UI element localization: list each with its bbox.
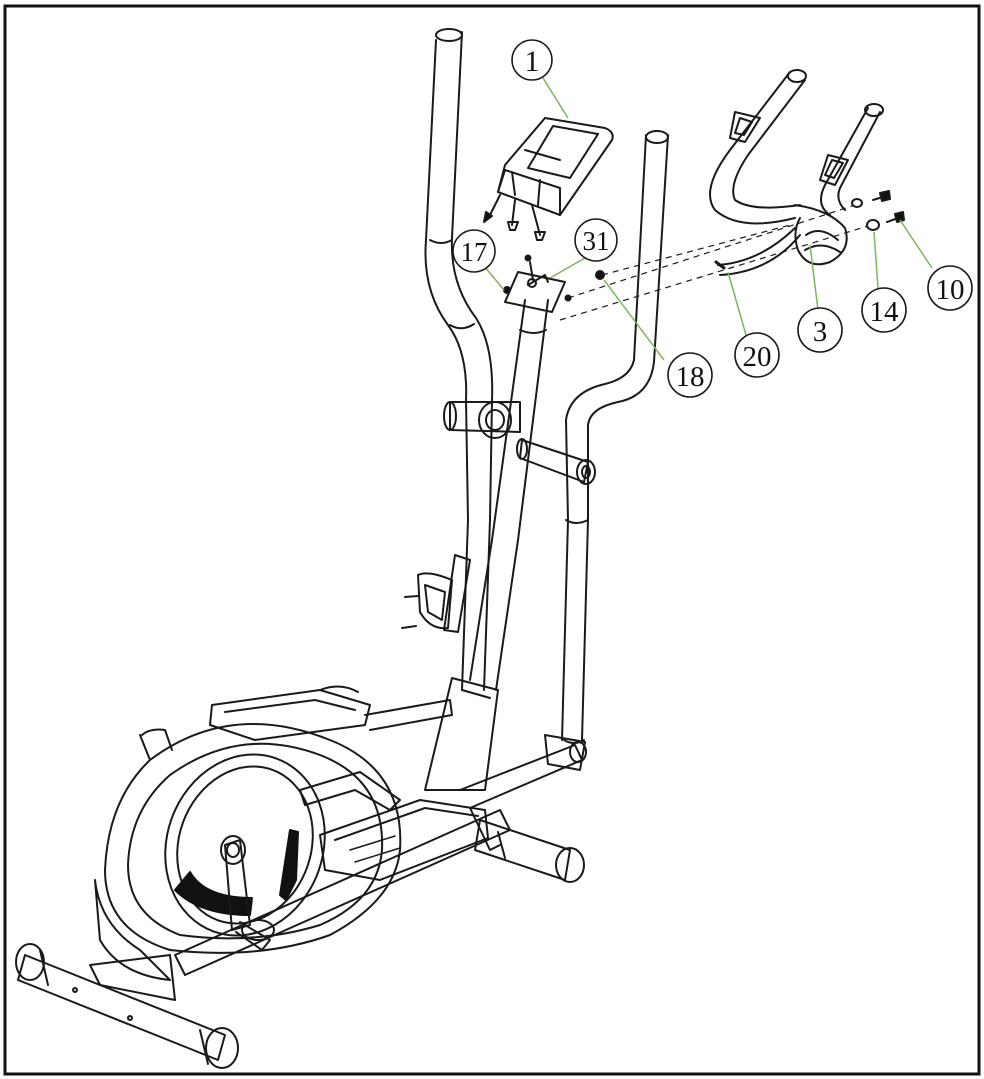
callout-17: 17 (452, 229, 496, 273)
fixed-handlebar (709, 69, 884, 266)
base-frame (174, 744, 583, 976)
left-handle-arm (424, 28, 494, 691)
drive-belt-right (279, 829, 299, 901)
callout-10: 10 (927, 265, 973, 311)
pulse-wires (714, 227, 801, 276)
callout-label-3: 3 (813, 316, 828, 348)
left-pedal (209, 685, 371, 741)
left-pedal-rail (364, 699, 453, 731)
crank-arm (220, 835, 275, 951)
right-pivot-tube (516, 438, 596, 485)
pivot-bushing (443, 401, 521, 439)
front-stabilizer (474, 734, 587, 883)
diagram-border (3, 4, 981, 1076)
callout-20: 20 (734, 332, 780, 378)
callout-label-20: 20 (743, 341, 772, 373)
drive-belt-arc (174, 871, 253, 916)
screw-17 (503, 286, 511, 294)
console-part (483, 117, 614, 241)
callout-18: 18 (667, 352, 713, 398)
leader-lines (483, 77, 933, 361)
console-bracket (504, 261, 566, 313)
callout-14: 14 (861, 287, 907, 333)
callout-label-14: 14 (870, 296, 900, 328)
mast-shroud (424, 677, 499, 791)
bolts-and-washers (851, 190, 905, 231)
right-handle-arm (561, 130, 669, 744)
callout-label-1: 1 (525, 45, 540, 78)
right-pedal (319, 799, 489, 881)
assembly-guides (559, 205, 869, 321)
callout-3: 3 (797, 307, 843, 353)
flywheel-housing (94, 723, 402, 981)
center-mast (469, 299, 549, 691)
bottle-holder (401, 554, 471, 633)
callout-31: 31 (574, 218, 618, 262)
callout-label-18: 18 (676, 361, 705, 393)
callout-label-17: 17 (461, 237, 488, 267)
callout-1: 1 (511, 39, 553, 81)
callout-label-10: 10 (936, 274, 965, 306)
callout-label-31: 31 (583, 226, 610, 256)
right-pedal-link (299, 771, 401, 811)
rear-stabilizer (15, 943, 239, 1069)
